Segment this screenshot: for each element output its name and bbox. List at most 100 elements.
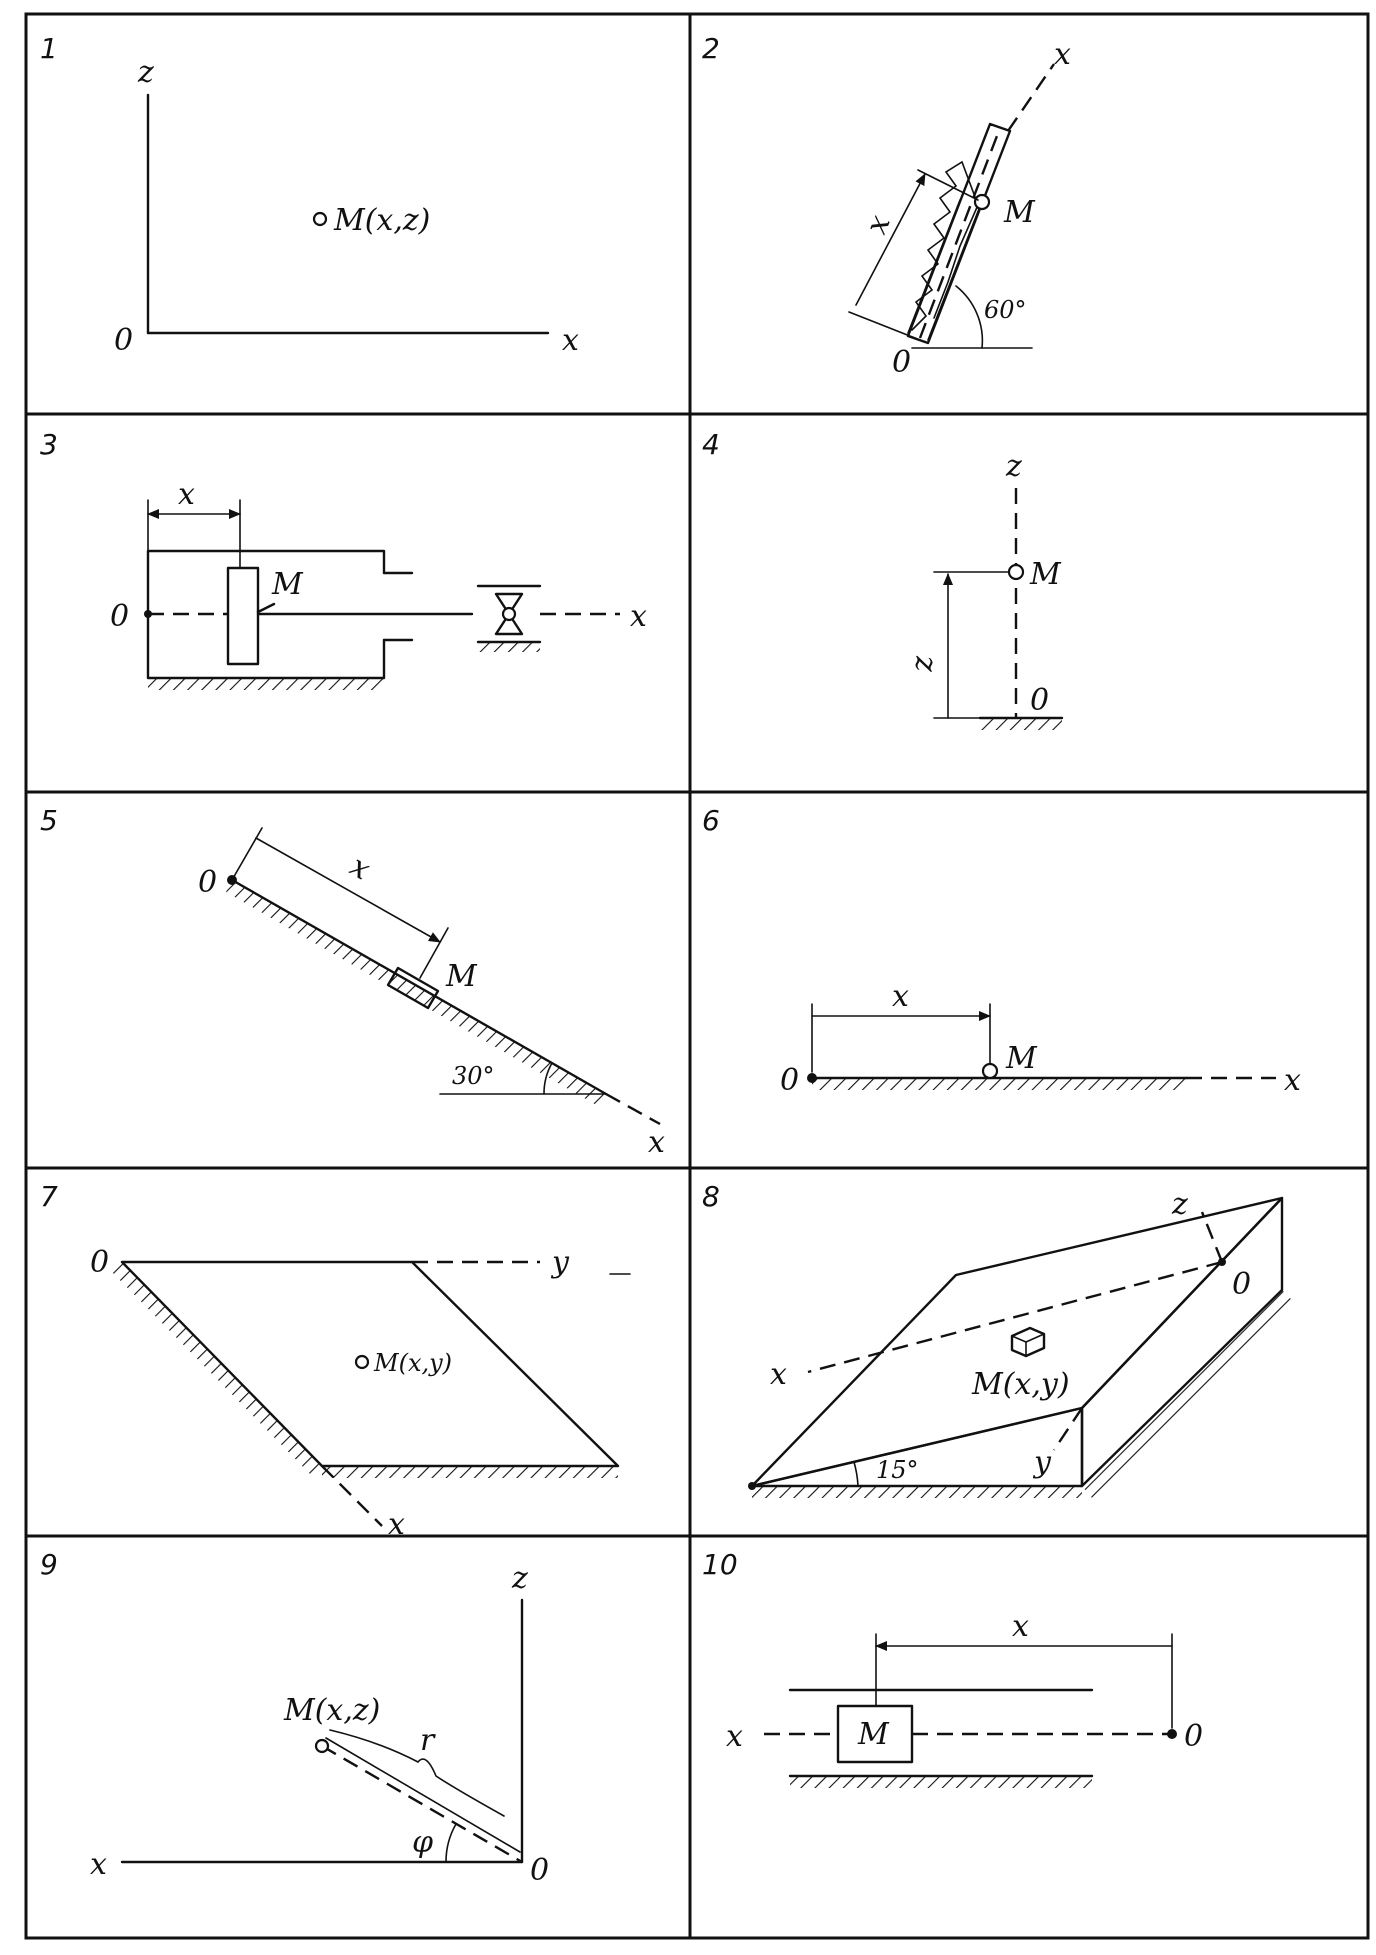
point-label: M(x,y) [971,1367,1070,1402]
ground-hatch [148,678,384,690]
wedge-side-hatch [1082,1290,1292,1498]
origin-label: 0 [90,1245,109,1280]
x-axis-label: x [562,323,579,358]
phi-label: φ [412,1825,433,1860]
panel-4: 4 z M z 0 [702,428,1064,730]
ground-hatch [812,1078,1186,1090]
angle-arc [853,1461,859,1487]
m-label: M [445,959,478,994]
z-axis-label: z [137,55,154,90]
angle-arc [543,1062,553,1095]
origin-label: 0 [1232,1267,1251,1302]
x-axis-dashed [605,1092,661,1126]
angle-arc [445,1823,457,1863]
y-axis-label: y [550,1245,570,1280]
x-axis-dashed [1007,63,1055,132]
panel-9: 9 z x 0 M(x,z) r φ [40,1548,549,1888]
x-axis-label: x [726,1719,743,1754]
ground-hatch [980,718,1062,730]
panel-3: 3 0 M x x [40,428,647,690]
panel-6: 6 x 0 M x [702,804,1301,1098]
block-edge-top [1011,1333,1045,1343]
point-label: M(x,z) [333,203,430,238]
m-label: M [1029,557,1062,592]
origin-point [1167,1729,1177,1739]
z-axis-label: z [511,1561,528,1596]
block-m [1010,1326,1046,1358]
x-dim-label: x [892,979,909,1014]
x-axis-label: x [388,1507,405,1542]
x-dim-label: x [344,849,376,888]
block-m [386,966,440,1010]
m-label: M [857,1717,890,1752]
radius-rod [325,1737,521,1853]
y-axis-dashed [1053,1407,1083,1451]
origin-label: 0 [198,865,217,900]
origin-label: 0 [1030,683,1049,718]
grid-frame [24,12,1370,1940]
bearing-lower-triangle [494,612,524,636]
x-axis-label: x [648,1125,665,1160]
m-label: M [271,567,304,602]
dim-arrow-x [855,173,926,306]
bearing-ground-hatch [478,642,540,652]
dim-arrow-x [255,837,441,943]
ground-hatch [790,1776,1092,1788]
point-m [973,193,991,211]
r-label: r [420,1723,436,1758]
wedge-top-face [750,1196,1284,1488]
tube-centerline [918,127,1002,339]
z-axis-label: z [1171,1187,1188,1222]
point-m [1007,563,1025,581]
origin-point [807,1073,817,1083]
spring-guide-a [907,199,961,334]
panel-number: 8 [702,1180,720,1213]
panel-7: 7 0 y x M(x,y) [40,1180,631,1542]
panel-number: 7 [40,1180,58,1213]
z-dim-label: z [908,655,943,672]
inclined-plane [120,1260,620,1468]
x-axis-dashed [807,1260,1223,1374]
dim-ext-low [848,311,921,341]
x-axis-label: x [1054,37,1071,72]
origin-label: 0 [1184,1719,1203,1754]
point-label: M(x,z) [283,1693,380,1728]
panel-8: 8 0 z x y M(x,y) 15° [702,1180,1292,1498]
x-axis-label: x [1284,1063,1301,1098]
x-axis-label: x [630,599,647,634]
angle-label: 60° [984,296,1027,324]
panel-number: 6 [702,804,720,837]
angle-label: 15° [876,1456,919,1484]
m-label: M [1003,195,1036,230]
z-axis-dashed [1200,1211,1224,1263]
point-m [981,1062,999,1080]
x-axis-dashed [321,1465,383,1527]
m-label: M [1005,1041,1038,1076]
origin-label: 0 [780,1063,799,1098]
panel-number: 3 [40,428,58,461]
wedge-base-hatch [752,1486,1082,1498]
panel-number: 9 [40,1548,58,1581]
point-m [354,1354,370,1370]
spring-guide-b [927,195,985,341]
origin-label: 0 [892,345,911,380]
inclined-tube [906,122,1012,345]
point-m [314,1738,330,1754]
dim-ext-right [419,927,449,979]
spring [911,160,979,331]
x-dim-label: x [859,210,898,239]
dim-ext-left [231,827,263,881]
x-dim-label: x [178,477,195,512]
panel-2: 2 x M x 60° 0 [702,32,1071,380]
y-axis-label: y [1032,1445,1052,1480]
panel-number: 10 [702,1548,738,1581]
x-axis-label: x [770,1357,787,1392]
panel-number: 2 [702,32,720,65]
x-dim-label: x [1012,1609,1029,1644]
wedge-side-face [1080,1196,1284,1488]
radius-brace [329,1729,505,1817]
panel-number: 4 [702,428,720,461]
plane-base-hatch [322,1466,618,1478]
rod-fillet [256,602,276,614]
